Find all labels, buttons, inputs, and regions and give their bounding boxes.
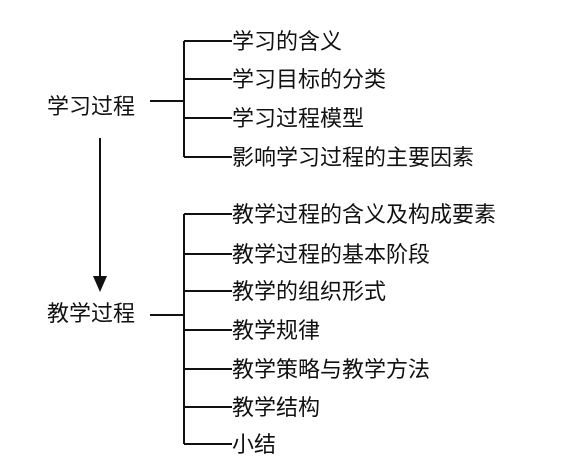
teaching-item: 教学过程的基本阶段 (232, 243, 430, 268)
flow-arrow-head (93, 276, 107, 292)
teaching-item: 教学过程的含义及构成要素 (232, 203, 496, 228)
teaching-process-title: 教学过程 (47, 302, 135, 327)
teaching-item: 小结 (232, 433, 276, 458)
teaching-item: 教学规律 (232, 319, 320, 344)
teaching-item: 教学结构 (232, 396, 320, 421)
teaching-item: 教学的组织形式 (232, 280, 386, 305)
learning-item: 学习的含义 (232, 30, 342, 55)
teaching-item: 教学策略与教学方法 (232, 358, 430, 383)
learning-process-title: 学习过程 (47, 95, 135, 120)
learning-item: 学习目标的分类 (232, 68, 386, 93)
learning-item: 学习过程模型 (232, 107, 364, 132)
learning-item: 影响学习过程的主要因素 (232, 146, 474, 171)
